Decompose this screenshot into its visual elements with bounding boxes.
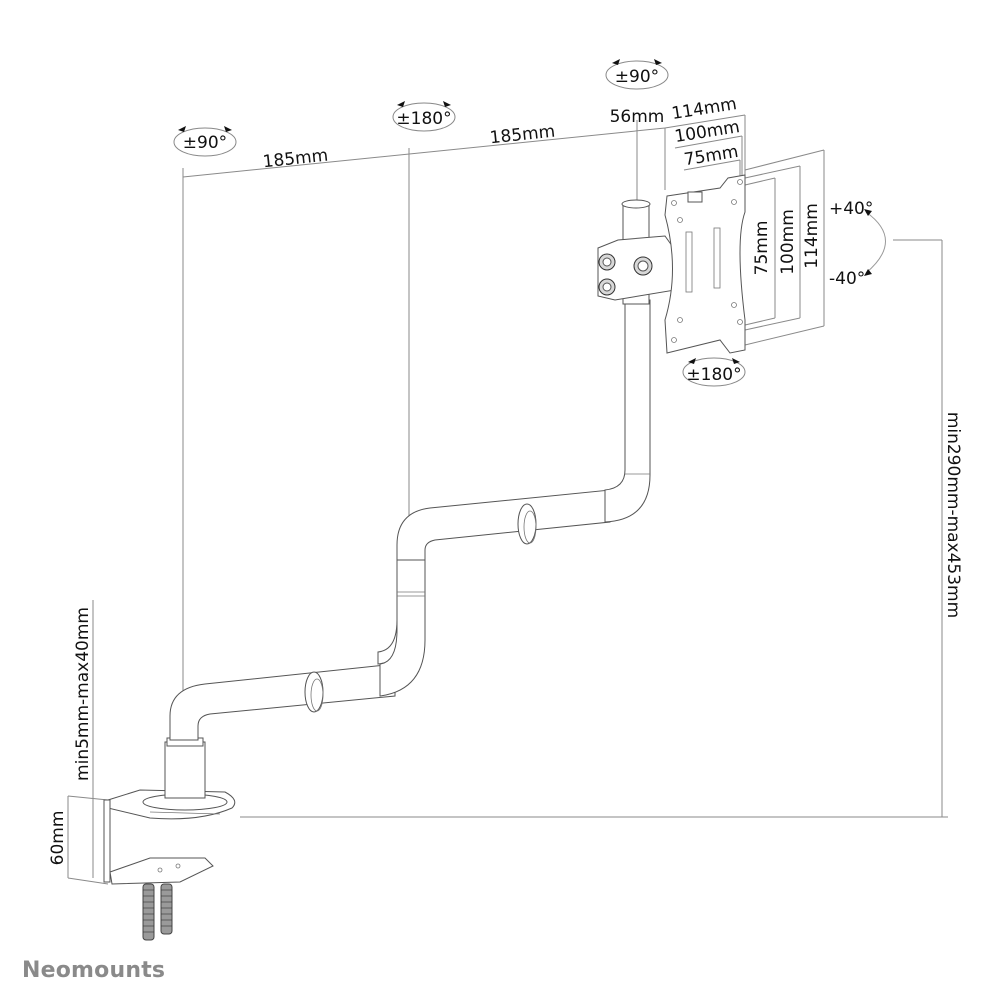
vesa-114v-bottom <box>744 325 825 346</box>
vesa-plate <box>664 174 746 354</box>
vesa-100v-top <box>744 165 801 179</box>
dimension-lines <box>67 114 948 885</box>
base-column <box>164 741 206 799</box>
rotation-label-head-bottom: ±180° <box>686 365 741 385</box>
rotation-marker-head-bottom: ±180° <box>682 357 746 387</box>
monitor-arm <box>103 174 746 941</box>
vesa-hole <box>677 217 683 223</box>
threaded-rod-right <box>160 883 173 935</box>
rotation-label-base: ±90° <box>183 133 227 153</box>
vesa-slot <box>713 227 721 289</box>
height-range-label: min290mm-max453mm <box>943 412 963 618</box>
cable-clip-upper <box>517 503 537 545</box>
bolt-center <box>602 282 612 292</box>
vesa-hole <box>737 319 743 325</box>
base-disc-edge <box>149 811 221 815</box>
tilt-marker: +40° -40° <box>829 199 886 289</box>
bolt-center <box>602 257 612 267</box>
vesa-114-dim-line <box>664 114 746 129</box>
clamp-top-ext <box>67 795 109 801</box>
vertical-connector <box>379 559 426 697</box>
clamp-height-label: 60mm <box>48 811 68 866</box>
arm-segment-2-label: 185mm <box>489 122 556 149</box>
head-pole <box>604 299 651 523</box>
vesa-100-v-label: 100mm <box>778 209 798 275</box>
cable-clip-upper-inner <box>523 510 537 544</box>
rotation-label-head-top: ±90° <box>615 67 659 87</box>
cable-clip-lower <box>304 671 324 713</box>
tilt-down-label: -40° <box>829 269 865 289</box>
arm-segment-1-label: 185mm <box>262 146 329 173</box>
desk-thickness-label: min5mm-max40mm <box>73 607 93 781</box>
dimension-labels: 185mm 185mm 56mm 114mm 100mm 75mm 75mm 1… <box>48 94 963 865</box>
vesa-hole <box>731 302 737 308</box>
vesa-114v-top <box>744 149 825 171</box>
vesa-114-v-label: 114mm <box>802 203 822 269</box>
rotation-label-mid: ±180° <box>396 109 451 129</box>
pole-cap <box>621 199 651 209</box>
vesa-75v-top <box>744 177 776 186</box>
head-offset-label: 56mm <box>610 107 665 127</box>
vesa-hole <box>677 317 683 323</box>
adjust-knob <box>687 191 703 203</box>
clamp-hole <box>157 867 163 873</box>
vesa-hole <box>671 337 677 343</box>
vesa-100-dim-line <box>674 135 743 149</box>
vesa-75-v-label: 75mm <box>752 221 772 276</box>
threaded-rod-left <box>142 883 155 941</box>
lower-arm <box>169 663 396 741</box>
cable-clip-lower-inner <box>310 678 324 712</box>
upper-arm <box>396 489 611 561</box>
brand-logo: Neomounts <box>22 958 166 983</box>
clamp-bottom-ext <box>67 877 109 885</box>
vesa-100v-bottom <box>744 317 801 331</box>
rotation-marker-base: ±90° <box>173 126 237 157</box>
rotation-marker-head-top: ±90° <box>605 59 669 90</box>
arm-length-dimension-line <box>182 127 666 178</box>
clamp-hole <box>175 863 181 869</box>
vesa-75-h-label: 75mm <box>683 142 740 170</box>
vesa-75-dim-line <box>683 159 741 171</box>
tilt-up-label: +40° <box>829 199 873 219</box>
vesa-slot <box>685 231 693 293</box>
bolt-center <box>637 260 649 272</box>
vesa-hole <box>671 200 677 206</box>
rotation-marker-mid: ±180° <box>392 101 456 132</box>
vesa-hole <box>737 179 743 185</box>
vesa-hole <box>731 199 737 205</box>
vesa-75v-bottom <box>744 317 776 326</box>
clamp-vertical-bar <box>103 799 111 883</box>
